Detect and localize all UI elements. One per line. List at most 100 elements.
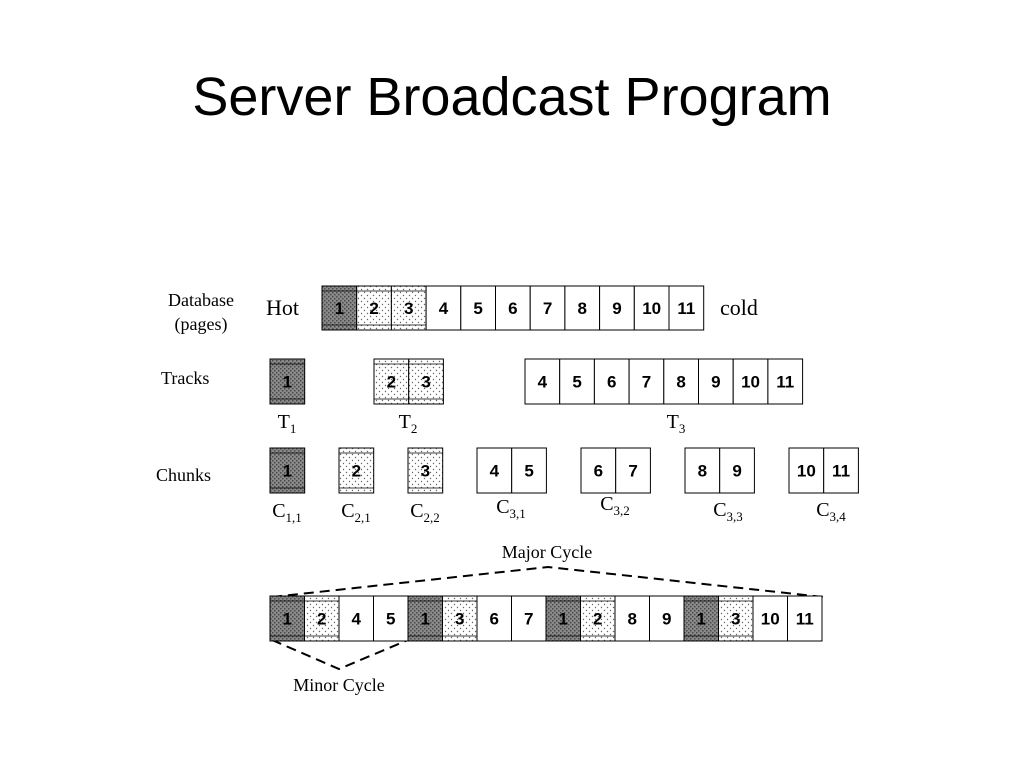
track-3-page-4: 4	[524, 358, 561, 405]
minor-cycle-label: Minor Cycle	[293, 675, 385, 695]
chunk-3-4-page-11-label: 11	[832, 462, 850, 481]
chunk-label-2-2: C2,2	[410, 500, 440, 525]
database-page-10: 10	[633, 285, 670, 331]
track-3-page-8: 8	[663, 358, 699, 405]
major-cycle-label: Major Cycle	[502, 542, 592, 562]
track-3-page-5: 5	[559, 358, 595, 405]
broadcast-slot-8-label: 7	[524, 610, 533, 629]
chunk-3-3-page-9: 9	[719, 447, 755, 494]
track-3-page-7-label: 7	[642, 373, 651, 392]
chunk-3-2-page-6-label: 6	[594, 462, 603, 481]
track-2-page-3-label: 3	[421, 373, 430, 392]
database-page-1-label: 1	[335, 299, 344, 318]
broadcast-slot-4-label: 5	[386, 610, 395, 629]
broadcast-slot-11-label: 8	[628, 610, 637, 629]
chunk-3-3-page-9-label: 9	[732, 462, 741, 481]
slide-title: Server Broadcast Program	[192, 67, 832, 127]
broadcast-slot-9: 1	[545, 595, 581, 642]
chunk-3-1-page-4: 4	[476, 447, 513, 494]
chunk-label-1-1: C1,1	[272, 500, 302, 525]
minor-cycle-bracket	[271, 639, 409, 671]
chunk-3-2-page-7-label: 7	[628, 462, 637, 481]
database-page-9: 9	[599, 285, 635, 331]
track-label-2: T2	[399, 411, 418, 436]
broadcast-slot-12-label: 9	[662, 610, 671, 629]
broadcast-slot-2-label: 2	[317, 610, 326, 629]
broadcast-slot-11: 8	[614, 595, 650, 642]
database-page-5-label: 5	[473, 299, 482, 318]
chunk-3-4-page-10: 10	[788, 447, 825, 494]
broadcast-slot-3: 4	[338, 595, 374, 642]
database-page-6-label: 6	[508, 299, 517, 318]
database-page-10-label: 10	[642, 299, 661, 318]
track-3-page-6-label: 6	[607, 373, 616, 392]
chunk-3-3-page-8: 8	[684, 447, 721, 494]
broadcast-slot-14: 3	[718, 595, 754, 642]
broadcast-slot-15: 10	[752, 595, 788, 642]
track-3-page-7: 7	[628, 358, 665, 405]
tracks-label: Tracks	[161, 368, 209, 388]
database-page-2: 2	[356, 285, 392, 331]
database-page-3: 3	[390, 285, 427, 331]
chunk-3-2-page-6: 6	[580, 447, 617, 494]
database-page-11-label: 11	[677, 299, 695, 318]
database-page-11: 11	[668, 285, 705, 331]
cold-label: cold	[720, 295, 758, 320]
track-3-page-10: 10	[732, 358, 769, 405]
broadcast-slot-7-label: 6	[490, 610, 499, 629]
track-label-1: T1	[278, 411, 297, 436]
broadcast-slot-2: 2	[304, 595, 340, 642]
track-3-page-9-label: 9	[711, 373, 720, 392]
database-label-line1: Database	[168, 290, 234, 310]
chunk-label-3-1: C3,1	[496, 496, 526, 521]
broadcast-slot-14-label: 3	[731, 610, 740, 629]
chunks-label: Chunks	[156, 465, 211, 485]
broadcast-slot-13-label: 1	[697, 610, 706, 629]
track-3-page-10-label: 10	[741, 373, 760, 392]
database-page-7: 7	[529, 285, 566, 331]
broadcast-slot-5-label: 1	[421, 610, 430, 629]
chunk-1-1-page-1-label: 1	[283, 462, 292, 481]
chunk-3-4-page-11: 11	[823, 447, 859, 494]
track-3-page-4-label: 4	[538, 373, 548, 392]
broadcast-slot-4: 5	[373, 595, 409, 642]
broadcast-slot-10-label: 2	[593, 610, 602, 629]
track-3-page-9: 9	[698, 358, 734, 405]
track-2-page-3: 3	[408, 358, 444, 405]
track-3-page-11: 11	[767, 358, 804, 405]
broadcast-slot-5: 1	[407, 595, 443, 642]
database-page-7-label: 7	[543, 299, 552, 318]
broadcast-slot-3-label: 4	[352, 610, 362, 629]
broadcast-slot-1: 1	[269, 595, 305, 642]
database-page-3-label: 3	[404, 299, 413, 318]
track-label-3: T3	[667, 411, 686, 436]
chunk-3-2-page-7: 7	[615, 447, 651, 494]
chunk-2-1-page-2: 2	[338, 447, 375, 494]
broadcast-slot-6-label: 3	[455, 610, 464, 629]
track-3-page-8-label: 8	[676, 373, 685, 392]
track-2-page-2: 2	[373, 358, 410, 405]
broadcast-slot-8: 7	[511, 595, 547, 642]
broadcast-slot-15-label: 10	[761, 610, 780, 629]
broadcast-slot-13: 1	[683, 595, 719, 642]
major-cycle-bracket	[271, 565, 824, 598]
broadcast-slot-10: 2	[580, 595, 616, 642]
track-1-page-1: 1	[269, 358, 306, 405]
broadcast-slot-16: 11	[787, 595, 823, 642]
database-page-6: 6	[495, 285, 531, 331]
database-label-line2: (pages)	[175, 314, 228, 335]
database-page-4-label: 4	[439, 299, 449, 318]
track-3-page-11-label: 11	[776, 373, 794, 392]
chunk-1-1-page-1: 1	[269, 447, 306, 494]
chunk-3-1-page-4-label: 4	[490, 462, 500, 481]
database-page-2-label: 2	[369, 299, 378, 318]
chunk-2-2-page-3: 3	[407, 447, 444, 494]
chunk-3-1-page-5-label: 5	[524, 462, 533, 481]
broadcast-slot-12: 9	[649, 595, 685, 642]
chunk-3-1-page-5: 5	[511, 447, 547, 494]
broadcast-slot-7: 6	[476, 595, 512, 642]
chunk-2-1-page-2-label: 2	[352, 462, 361, 481]
chunk-3-3-page-8-label: 8	[698, 462, 707, 481]
broadcast-slot-16-label: 11	[796, 610, 814, 629]
